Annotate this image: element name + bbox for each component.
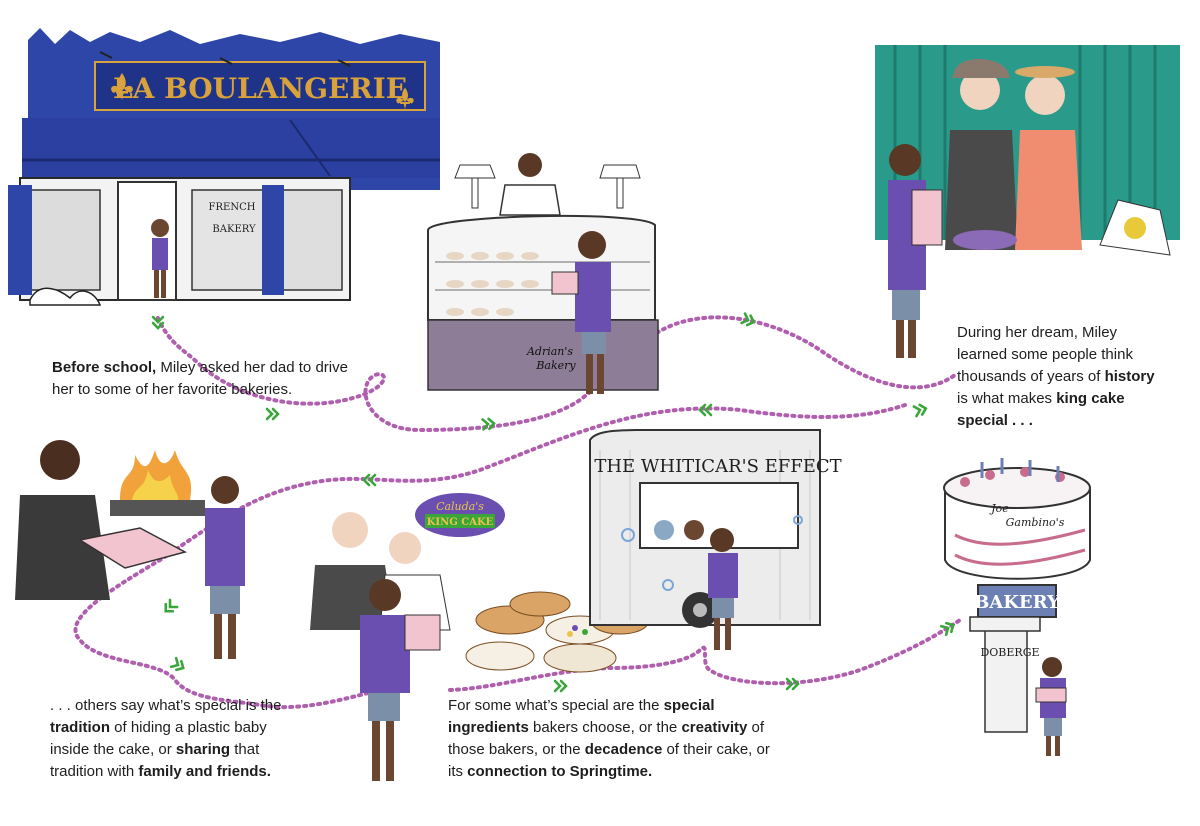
gambinos-sign: Gambino's <box>1006 516 1065 529</box>
caption-run: Before school, <box>52 359 157 376</box>
caption-run: family and friends. <box>138 763 271 780</box>
la-boulangerie-sign: LA BOULANGERIE <box>113 72 407 105</box>
caluda-sign: Caluda's <box>436 500 484 513</box>
caption-tradition: . . . others say what’s special is the t… <box>50 695 310 783</box>
caption-run: sharing <box>175 741 231 758</box>
adrians-sign-line2: Bakery <box>535 359 576 372</box>
caption-run: For some what’s special are the <box>448 697 664 714</box>
caption-run: king cake special . . . <box>957 390 1125 429</box>
caption-special-ingredients: For some what’s special are the special … <box>448 695 788 783</box>
caption-run: connection to Springtime. <box>467 763 653 780</box>
caption-run: is what makes <box>957 390 1057 407</box>
gambinos-sign-scene: Joe Gambino's BAKERY DOBERGE <box>943 458 1091 756</box>
history-booth <box>875 45 1180 358</box>
french-sign: FRENCH <box>209 202 256 213</box>
caption-run: tradition <box>50 719 110 736</box>
caption-run: bakers choose, or the <box>528 719 682 736</box>
caption-run: of hiding a plastic baby inside the cake… <box>50 719 267 758</box>
doberge-sign: DOBERGE <box>980 646 1039 659</box>
caption-run: special ingredients <box>448 697 715 736</box>
caption-run: history <box>1104 368 1155 385</box>
la-boulangerie-storefront: LA BOULANGERIE FRENCH BAKERY <box>8 28 440 306</box>
bakery-neon-sign: BAKERY <box>974 592 1061 613</box>
caption-before-school: Before school, Miley asked her dad to dr… <box>52 357 372 401</box>
caludas-king-cake-scene: Caluda's KING CAKE <box>310 493 505 781</box>
caption-history: During her dream, Miley learned some peo… <box>957 322 1167 432</box>
king-cake-sign: KING CAKE <box>427 517 494 528</box>
whiticars-trailer: THE WHITICAR'S EFFECT <box>589 429 842 650</box>
adrians-bakery-counter: Adrian's Bakery <box>427 153 659 394</box>
caption-run: that tradition with <box>50 741 260 780</box>
caption-run: . . . others say what’s special is the <box>50 697 282 714</box>
caption-run: Miley asked her dad to drive her to some… <box>52 359 348 398</box>
whiticars-sign: THE WHITICAR'S EFFECT <box>594 456 841 477</box>
tradition-scene <box>15 440 245 659</box>
bakery-sign-window: BAKERY <box>212 224 256 235</box>
joe-sign: Joe <box>989 502 1009 515</box>
caption-run: creativity <box>681 719 748 736</box>
caption-run: decadence <box>584 741 663 758</box>
caption-run: of those bakers, or the <box>448 719 765 758</box>
caption-run: of their cake, or its <box>448 741 770 780</box>
adrians-sign: Adrian's <box>526 345 573 358</box>
caption-run: During her dream, Miley learned some peo… <box>957 324 1133 385</box>
